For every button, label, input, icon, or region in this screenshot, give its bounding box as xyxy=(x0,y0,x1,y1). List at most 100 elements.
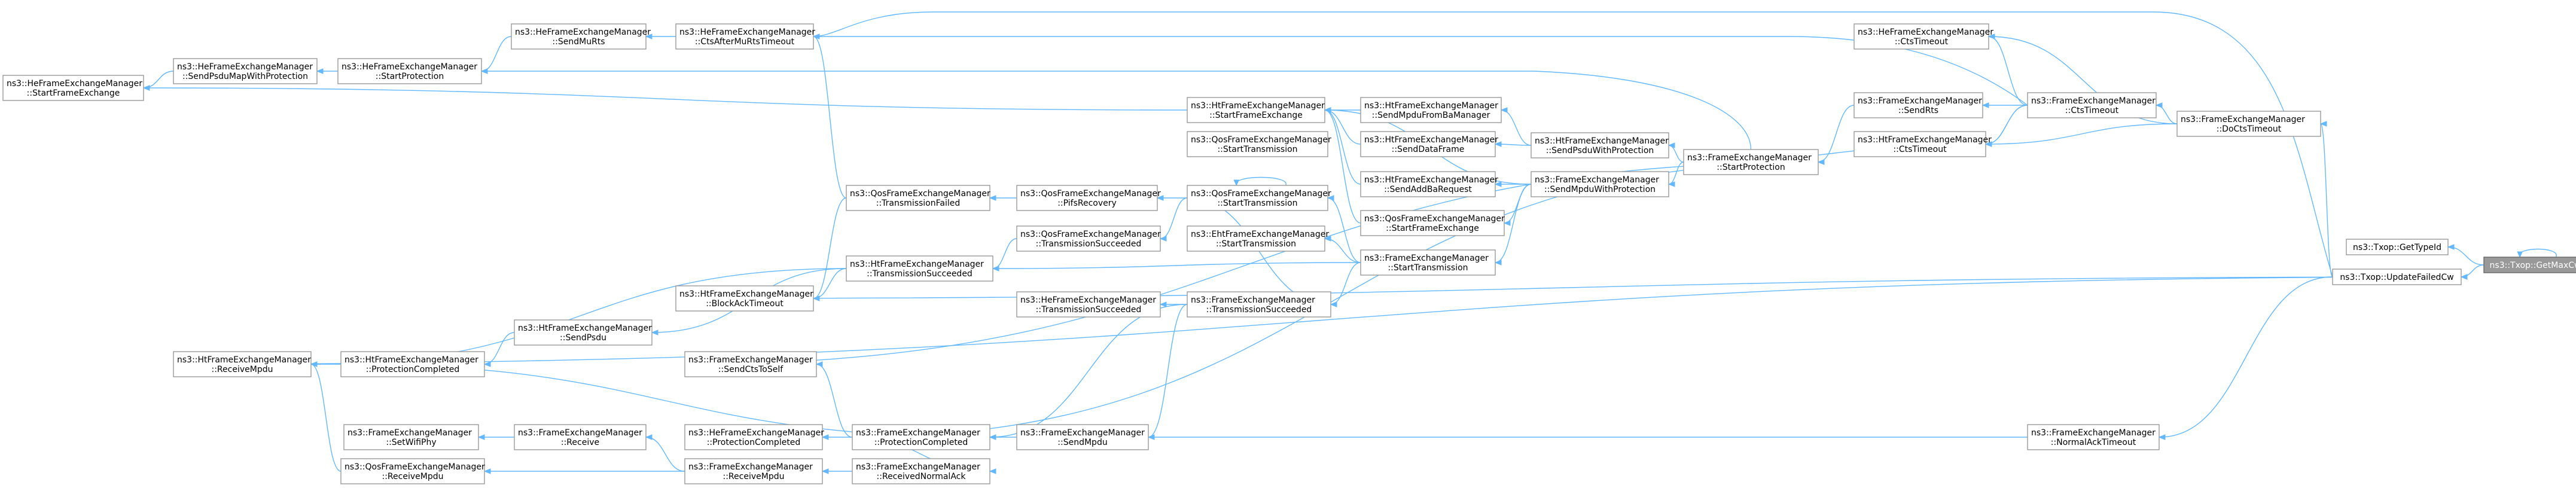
graph-node[interactable]: ns3::HeFrameExchangeManager::CtsAfterMuR… xyxy=(675,23,815,50)
graph-node[interactable]: ns3::FrameExchangeManager::SendCtsToSelf xyxy=(684,351,817,377)
graph-node[interactable]: ns3::FrameExchangeManager::SendMpduWithP… xyxy=(1531,171,1669,197)
node-label: ::SendAddBaRequest xyxy=(1384,185,1472,194)
node-label: ns3::HeFrameExchangeManager xyxy=(1020,295,1156,305)
call-edge xyxy=(1324,107,1361,224)
graph-node[interactable]: ns3::FrameExchangeManager::ReceivedNorma… xyxy=(852,458,990,484)
node-label: ::StartTransmission xyxy=(1217,145,1297,154)
node-box xyxy=(1683,149,1819,175)
graph-node[interactable]: ns3::QosFrameExchangeManager::Transmissi… xyxy=(1016,225,1161,252)
graph-node[interactable]: ns3::HeFrameExchangeManager::CtsTimeout xyxy=(1853,23,1993,50)
graph-node[interactable]: ns3::HeFrameExchangeManager::SendPsduMap… xyxy=(173,58,318,84)
call-edge xyxy=(645,33,676,39)
graph-node[interactable]: ns3::HeFrameExchangeManager::SendMuRts xyxy=(511,23,651,50)
graph-node[interactable]: ns3::HtFrameExchangeManager::SendAddBaRe… xyxy=(1360,171,1498,197)
node-box xyxy=(2,75,144,101)
graph-node[interactable]: ns3::HtFrameExchangeManager::ReceiveMpdu xyxy=(173,351,312,377)
edge-arrowhead xyxy=(651,330,659,336)
edge-arrowhead xyxy=(2155,102,2163,108)
graph-node[interactable]: ns3::FrameExchangeManager::DoCtsTimeout xyxy=(2176,111,2321,137)
node-label: ns3::HeFrameExchangeManager xyxy=(688,428,824,438)
node-box xyxy=(1187,131,1328,157)
call-edge xyxy=(1324,236,1361,263)
call-edge xyxy=(812,33,2028,106)
graph-node[interactable]: ns3::HtFrameExchangeManager::SendPsdu xyxy=(514,319,653,346)
node-label: ns3::HeFrameExchangeManager xyxy=(515,28,651,37)
graph-node[interactable]: ns3::HtFrameExchangeManager::Transmissio… xyxy=(846,255,993,282)
graph-node[interactable]: ns3::FrameExchangeManager::NormalAckTime… xyxy=(2027,424,2160,450)
graph-node[interactable]: ns3::HtFrameExchangeManager::StartFrameE… xyxy=(1187,97,1325,123)
graph-node[interactable]: ns3::HtFrameExchangeManager::CtsTimeout xyxy=(1853,131,1992,157)
node-label: ns3::HtFrameExchangeManager xyxy=(1535,136,1669,146)
call-edge xyxy=(480,68,1752,150)
focus-node: ns3::Txop::GetMaxCw xyxy=(2483,257,2576,273)
graph-node[interactable]: ns3::QosFrameExchangeManager::Transmissi… xyxy=(846,185,990,211)
node-label: ns3::HtFrameExchangeManager xyxy=(518,324,652,333)
graph-node[interactable]: ns3::Txop::GetTypeId xyxy=(2346,239,2449,255)
graph-node[interactable]: ns3::QosFrameExchangeManager::StartFrame… xyxy=(1360,210,1505,236)
graph-node[interactable]: ns3::FrameExchangeManager::StartTransmis… xyxy=(1360,249,1496,276)
graph-node[interactable]: ns3::EhtFrameExchangeManager::StartTrans… xyxy=(1187,225,1329,252)
graph-node[interactable]: ns3::HeFrameExchangeManager::StartProtec… xyxy=(337,58,482,84)
node-label: ns3::QosFrameExchangeManager xyxy=(1020,189,1161,199)
node-label: ns3::HtFrameExchangeManager xyxy=(1364,135,1498,145)
graph-node[interactable]: ns3::FrameExchangeManager::ReceiveMpdu xyxy=(684,458,823,484)
call-edge xyxy=(645,434,685,472)
graph-node[interactable]: ns3::HtFrameExchangeManager::SendMpduFro… xyxy=(1360,97,1502,123)
graph-node[interactable]: ns3::QosFrameExchangeManager::ReceiveMpd… xyxy=(340,458,485,484)
node-label: ns3::QosFrameExchangeManager xyxy=(1191,189,1331,199)
node-label: ::SetWifiPhy xyxy=(386,438,436,447)
node-label: ::StartFrameExchange xyxy=(27,89,120,98)
node-label: ::ReceiveMpdu xyxy=(212,365,273,374)
edge-arrowhead xyxy=(1494,181,1502,187)
node-label: ns3::HtFrameExchangeManager xyxy=(1364,101,1498,111)
graph-node[interactable]: ns3::FrameExchangeManager::StartProtecti… xyxy=(1683,149,1819,175)
graph-node[interactable]: ns3::FrameExchangeManager::ProtectionCom… xyxy=(852,424,990,450)
graph-node[interactable]: ns3::HeFrameExchangeManager::Transmissio… xyxy=(1016,291,1161,318)
graph-node[interactable]: ns3::QosFrameExchangeManager::StartTrans… xyxy=(1187,131,1331,157)
graph-node[interactable]: ns3::HtFrameExchangeManager::SendDataFra… xyxy=(1360,131,1498,157)
node-label: ns3::FrameExchangeManager xyxy=(856,428,980,438)
graph-node[interactable]: ns3::FrameExchangeManager::Receive xyxy=(514,424,647,450)
call-edge xyxy=(812,197,847,301)
node-label: ns3::FrameExchangeManager xyxy=(1364,254,1489,263)
edge-arrowhead xyxy=(992,266,999,272)
graph-node[interactable]: ns3::HtFrameExchangeManager::SendPsduWit… xyxy=(1531,132,1669,158)
node-label: ns3::FrameExchangeManager xyxy=(1191,295,1315,305)
node-box xyxy=(1187,97,1325,123)
graph-node[interactable]: ns3::QosFrameExchangeManager::StartTrans… xyxy=(1187,185,1331,211)
graph-node[interactable]: ns3::HeFrameExchangeManager::ProtectionC… xyxy=(684,424,824,450)
node-label: ns3::FrameExchangeManager xyxy=(1858,96,1982,106)
call-edge xyxy=(1324,107,1361,185)
graph-node[interactable]: ns3::FrameExchangeManager::SendRts xyxy=(1853,92,1983,118)
edge-arrowhead xyxy=(1156,195,1164,201)
node-label: ::SendPsduWithProtection xyxy=(1546,146,1654,155)
graph-node[interactable]: ns3::FrameExchangeManager::SendMpdu xyxy=(1016,424,1149,450)
node-label: ::TransmissionSucceeded xyxy=(1206,305,1312,315)
node-box xyxy=(684,458,823,484)
node-label: ns3::HeFrameExchangeManager xyxy=(7,79,142,89)
node-label: ::CtsAfterMuRtsTimeout xyxy=(695,37,795,47)
graph-node[interactable]: ns3::FrameExchangeManager::TransmissionS… xyxy=(1187,291,1331,318)
edge-arrowhead xyxy=(645,434,653,440)
call-edge xyxy=(1330,262,1361,307)
graph-node[interactable]: ns3::HtFrameExchangeManager::ProtectionC… xyxy=(340,351,485,377)
edge-arrowhead xyxy=(1324,107,1331,113)
node-box xyxy=(511,23,647,50)
node-label: ns3::Txop::GetTypeId xyxy=(2353,243,2441,252)
node-label: ::SendPsdu xyxy=(560,333,606,343)
edge-arrowhead xyxy=(1159,236,1167,242)
graph-node[interactable]: ns3::HeFrameExchangeManager::StartFrameE… xyxy=(2,75,144,101)
node-box xyxy=(2483,257,2576,273)
node-label: ::SendCtsToSelf xyxy=(718,365,784,374)
node-label: ns3::HtFrameExchangeManager xyxy=(1364,175,1498,185)
node-label: ns3::FrameExchangeManager xyxy=(856,462,980,472)
edge-arrowhead xyxy=(815,361,823,367)
graph-node[interactable]: ns3::FrameExchangeManager::CtsTimeout xyxy=(2027,92,2157,118)
graph-node[interactable]: ns3::QosFrameExchangeManager::PifsRecove… xyxy=(1016,185,1161,211)
graph-node[interactable]: ns3::Txop::UpdateFailedCw xyxy=(2332,269,2462,285)
graph-node[interactable]: ns3::FrameExchangeManager::SetWifiPhy xyxy=(343,424,479,450)
graph-node[interactable]: ns3::HtFrameExchangeManager::BlockAckTim… xyxy=(675,285,814,312)
node-box xyxy=(684,351,817,377)
call-edge xyxy=(812,33,847,199)
